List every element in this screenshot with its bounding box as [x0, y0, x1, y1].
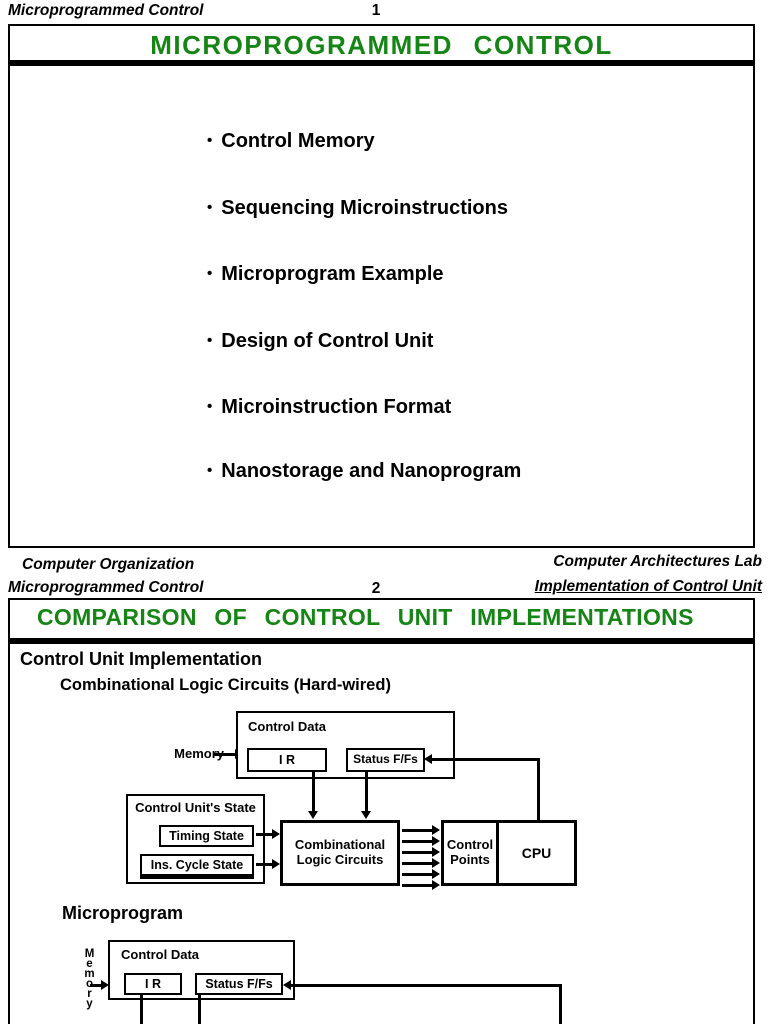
bullet-label: Control Memory: [221, 130, 375, 152]
page1-header-title: Microprogrammed Control: [8, 2, 204, 19]
d1-cu-state-label: Control Unit's State: [135, 800, 256, 815]
connector-line: [402, 829, 434, 832]
arrowhead-down: [308, 811, 318, 819]
d1-timing-state-box: Timing State: [159, 825, 254, 847]
bullet-icon: •: [207, 332, 213, 349]
slide2-title-rule: [10, 638, 753, 644]
arrowhead-down: [361, 811, 371, 819]
bullet-icon: •: [207, 199, 213, 216]
bullet-icon: •: [207, 462, 213, 479]
slide1-title: MICROPROGRAMMED CONTROL: [150, 30, 613, 60]
slide1-footer-right: Computer Architectures Lab: [553, 553, 762, 570]
slide1-bullet-list: • Control Memory • Sequencing Microinstruc…: [10, 26, 753, 546]
slide1-title-rule: [10, 60, 753, 66]
arrowhead-right: [432, 825, 440, 835]
list-item: • Sequencing Microinstructions: [207, 197, 508, 220]
list-item: • Nanostorage and Nanoprogram: [207, 460, 521, 483]
connector-line: [90, 984, 102, 987]
d2-memory-label: Memory: [83, 948, 96, 1008]
bullet-icon: •: [207, 265, 213, 282]
list-item: • Microprogram Example: [207, 263, 444, 286]
d2-control-data-label: Control Data: [121, 947, 199, 962]
arrowhead-right: [432, 847, 440, 857]
d1-control-data-label: Control Data: [248, 719, 326, 734]
connector-line: [402, 851, 434, 854]
d2-status-box: Status F/Fs: [195, 973, 283, 995]
d1-ir-box: I R: [247, 748, 327, 772]
d1-status-box: Status F/Fs: [346, 748, 425, 772]
d1-clc-box: Combinational Logic Circuits: [280, 820, 400, 886]
arrowhead-left: [283, 980, 291, 990]
d1-feedback-line-v: [537, 758, 540, 820]
section-heading: Control Unit Implementation: [20, 649, 262, 669]
bullet-icon: •: [207, 398, 213, 415]
d2-feedback-line-h: [290, 984, 561, 987]
arrowhead-right: [432, 869, 440, 879]
connector-line: [402, 862, 434, 865]
bullet-label: Microinstruction Format: [221, 396, 452, 418]
page1-page-number: 1: [371, 2, 381, 19]
connector-line: [256, 863, 274, 866]
arrowhead-right: [432, 880, 440, 890]
arrowhead-right: [432, 858, 440, 868]
d1-control-points-box: Control Points: [441, 820, 499, 886]
d2-ir-box: I R: [124, 973, 182, 995]
list-item: • Design of Control Unit: [207, 330, 433, 353]
list-item: • Microinstruction Format: [207, 396, 451, 419]
page2-page-number: 2: [371, 580, 381, 597]
slide2: COMPARISON OF CONTROL UNIT IMPLEMENTATIO…: [8, 598, 755, 1024]
bullet-label: Nanostorage and Nanoprogram: [221, 460, 522, 482]
bullet-icon: •: [207, 132, 213, 149]
connector-line: [402, 873, 434, 876]
d1-feedback-line-h: [431, 758, 539, 761]
slide1-footer-left: Computer Organization: [22, 556, 195, 573]
list-item: • Control Memory: [207, 130, 375, 153]
connector-line: [214, 753, 236, 756]
page2-header-title: Microprogrammed Control: [8, 579, 204, 596]
slide2-title: COMPARISON OF CONTROL UNIT IMPLEMENTATIO…: [37, 604, 694, 630]
d2-feedback-line-v: [559, 984, 562, 1024]
arrowhead-right: [272, 859, 280, 869]
d1-memory-label: Memory: [174, 746, 224, 761]
arrowhead-right: [101, 980, 109, 990]
subsection-hardwired: Combinational Logic Circuits (Hard-wired…: [60, 676, 391, 694]
connector-line: [402, 840, 434, 843]
d1-cpu-box: CPU: [499, 820, 577, 886]
connector-line: [365, 772, 368, 812]
page2-header-right: Implementation of Control Unit: [534, 578, 762, 595]
slide1: MICROPROGRAMMED CONTROL • Control Memory …: [8, 24, 755, 548]
d1-ins-cycle-box: Ins. Cycle State: [140, 854, 254, 879]
connector-line: [198, 995, 201, 1024]
bullet-label: Sequencing Microinstructions: [221, 197, 508, 219]
connector-line: [140, 995, 143, 1024]
bullet-label: Design of Control Unit: [221, 330, 434, 352]
arrowhead-right: [272, 829, 280, 839]
arrowhead-left: [424, 754, 432, 764]
arrowhead-right: [432, 836, 440, 846]
connector-line: [256, 833, 274, 836]
subsection-microprogram: Microprogram: [62, 903, 184, 923]
bullet-label: Microprogram Example: [221, 263, 444, 285]
connector-line: [402, 884, 434, 887]
connector-line: [312, 772, 315, 812]
